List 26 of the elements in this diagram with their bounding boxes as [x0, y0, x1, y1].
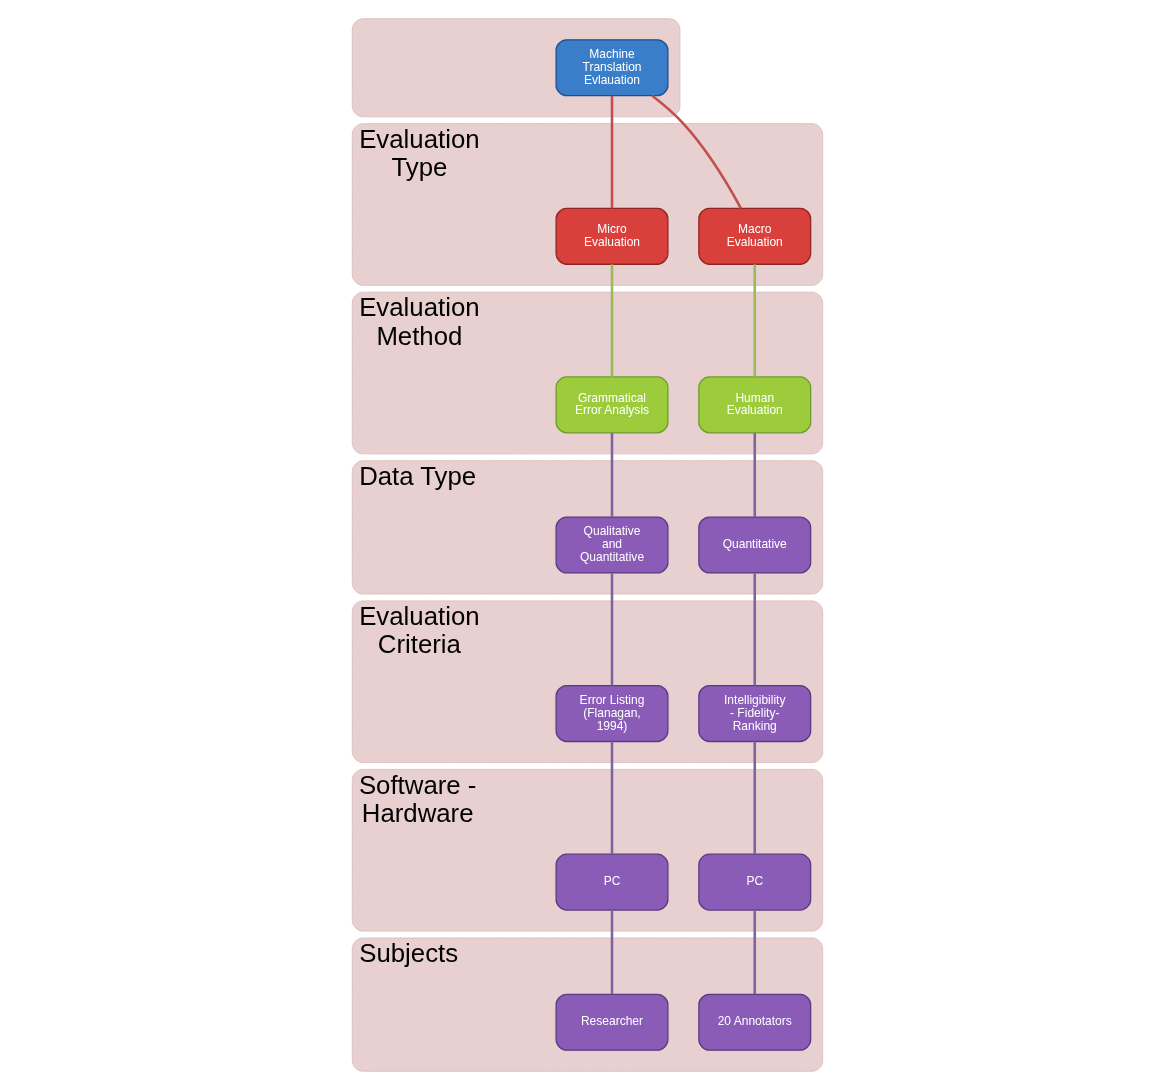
node-box: Grammatical Error Analysis — [555, 376, 669, 434]
node-box: Qualitative and Quantitative — [555, 516, 669, 574]
connector — [753, 910, 757, 995]
node-box: PC — [555, 853, 669, 911]
node-box: Researcher — [555, 993, 669, 1051]
node-box: Machine Translation Evlauation — [555, 39, 669, 97]
cluster — [351, 18, 681, 118]
node-box: PC — [698, 853, 812, 911]
node-box: Intelligibility - Fidelity- Ranking — [698, 684, 812, 743]
connector — [610, 95, 614, 209]
connector — [753, 433, 757, 517]
connector — [753, 264, 757, 377]
node-box: Macro Evaluation — [698, 207, 812, 265]
node-box: Error Listing (Flanagan, 1994) — [555, 684, 669, 743]
connector — [610, 910, 614, 995]
connector — [753, 741, 757, 855]
connector — [610, 741, 614, 855]
connector — [610, 433, 614, 517]
connector — [651, 94, 743, 209]
connector — [753, 573, 757, 686]
connector — [610, 264, 614, 377]
node-box: Micro Evaluation — [555, 207, 669, 265]
connector — [610, 573, 614, 686]
node-box: 20 Annotators — [698, 993, 812, 1051]
node-box: Human Evaluation — [698, 376, 812, 434]
node-box: Quantitative — [698, 516, 812, 574]
